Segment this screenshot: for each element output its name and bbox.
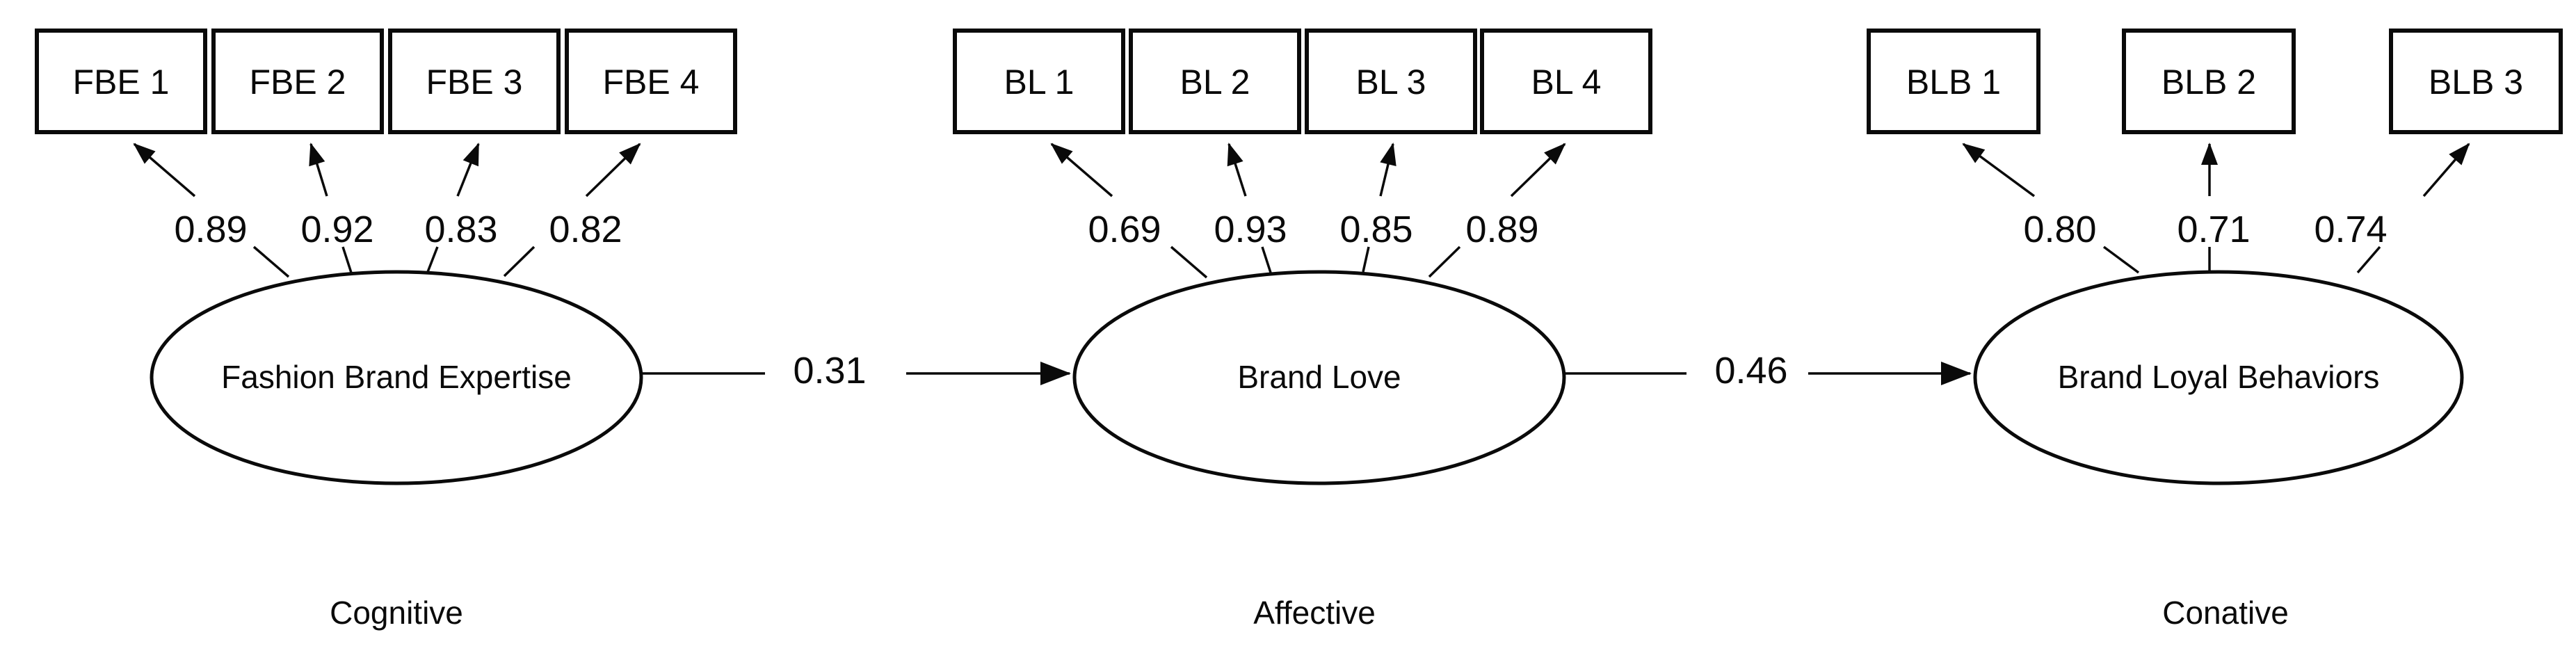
construct-brand-loyal-behaviors: BLB 1 BLB 2 BLB 3 0.80 0.71 0.74 Brand L… (1867, 29, 2563, 631)
indicator-box-fbe3 (388, 29, 561, 134)
latent-label: Fashion Brand Expertise (221, 359, 572, 395)
indicator-label: FBE 2 (250, 63, 346, 102)
loading-arrow (456, 143, 480, 197)
loading-arrow-tail (1261, 246, 1272, 273)
latent-label: Brand Love (1237, 359, 1401, 395)
indicator-label: BLB 2 (2162, 63, 2256, 102)
loading-arrow-tail (1170, 245, 1208, 279)
loading-arrow-tail (1362, 246, 1370, 273)
indicator-box-bl4 (1480, 29, 1652, 134)
loading-arrow-tail (426, 246, 439, 273)
loading-value: 0.92 (300, 209, 373, 250)
loading-arrow-tail (503, 245, 536, 277)
indicator-label: BLB 3 (2429, 63, 2523, 102)
indicator-box-fbe2 (211, 29, 384, 134)
loading-arrow (309, 143, 328, 197)
path-coefficient: 0.31 (793, 350, 866, 392)
loading-value: 0.89 (174, 209, 247, 250)
loading-arrow (1962, 143, 2036, 197)
loading-arrow-tail (252, 245, 290, 278)
construct-fashion-brand-expertise: FBE 1 FBE 2 FBE 3 FBE 4 0.89 0.92 0.83 0… (35, 29, 737, 631)
category-label-cognitive: Cognitive (330, 595, 463, 631)
loading-value: 0.93 (1214, 209, 1287, 250)
indicator-label: FBE 1 (73, 63, 170, 102)
loading-arrow-tail (1428, 245, 1461, 278)
category-label-affective: Affective (1253, 595, 1376, 631)
loading-value: 0.80 (2023, 209, 2096, 250)
loading-value: 0.89 (1465, 209, 1538, 250)
loading-value: 0.69 (1088, 209, 1161, 250)
loading-value: 0.71 (2177, 209, 2250, 250)
indicator-label: BLB 1 (1906, 63, 2001, 102)
structural-path-bl-to-blb: 0.46 (1565, 350, 1972, 392)
loading-arrow (1227, 143, 1247, 197)
indicator-label: BL 4 (1531, 63, 1601, 102)
latent-ellipse-brand-love (1072, 270, 1566, 485)
indicator-box-blb1 (1867, 29, 2040, 134)
indicator-label: BL 2 (1180, 63, 1250, 102)
loading-value: 0.82 (549, 209, 622, 250)
indicator-label: FBE 3 (426, 63, 523, 102)
loading-arrow-tail (2102, 245, 2140, 274)
loading-arrow (585, 143, 641, 197)
indicator-box-bl2 (1129, 29, 1301, 134)
construct-brand-love: BL 1 BL 2 BL 3 BL 4 0.69 0.93 0.85 0.89 … (953, 29, 1652, 631)
indicator-label: BL 3 (1355, 63, 1426, 102)
loading-arrow (133, 143, 196, 197)
loading-arrow (1050, 143, 1113, 197)
indicator-box-fbe4 (565, 29, 737, 134)
loading-value: 0.83 (424, 209, 497, 250)
path-coefficient: 0.46 (1714, 350, 1787, 392)
loading-arrow (1510, 143, 1566, 197)
indicator-box-bl3 (1305, 29, 1477, 134)
latent-ellipse-brand-loyal-behaviors (1973, 270, 2464, 485)
indicator-box-blb3 (2389, 29, 2563, 134)
loading-value: 0.74 (2314, 209, 2387, 250)
loading-value: 0.85 (1339, 209, 1412, 250)
indicator-label: BL 1 (1004, 63, 1074, 102)
structural-path-fbe-to-bl: 0.31 (643, 350, 1071, 392)
latent-label: Brand Loyal Behaviors (2058, 359, 2380, 395)
indicator-box-bl1 (953, 29, 1125, 134)
indicator-box-blb2 (2122, 29, 2296, 134)
latent-ellipse-fashion-brand-expertise (150, 270, 643, 485)
loading-arrow (1379, 143, 1396, 197)
indicator-label: FBE 4 (603, 63, 700, 102)
loading-arrow-tail (2356, 245, 2381, 274)
loading-arrow-tail (341, 246, 353, 273)
category-label-conative: Conative (2162, 595, 2289, 631)
loading-arrow (2422, 143, 2470, 197)
indicator-box-fbe1 (35, 29, 207, 134)
